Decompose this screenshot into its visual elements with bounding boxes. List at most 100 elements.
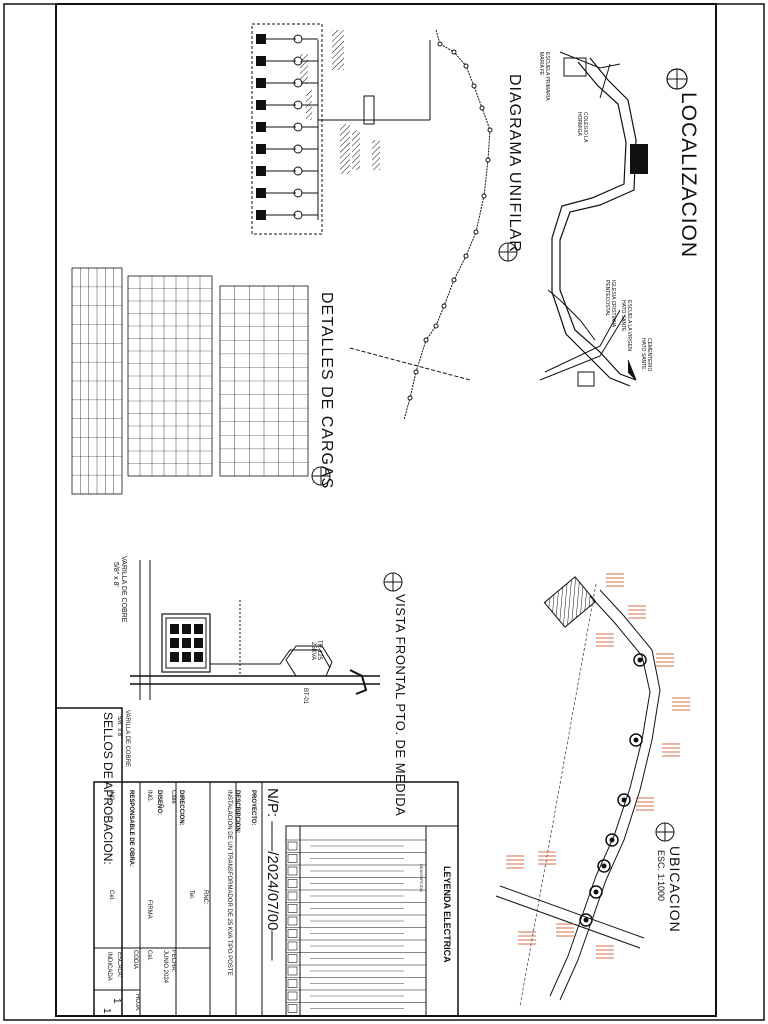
legend-symbol: [287, 941, 298, 951]
breaker-symbol: [256, 56, 266, 66]
detalles-cargas-section: DETALLES DE CARGAS: [71, 267, 335, 495]
pole-node: [485, 157, 491, 163]
svg-text:DIRECCION:: DIRECCION:: [178, 790, 184, 826]
svg-text:RESPONSABLE DE OBRA:: RESPONSABLE DE OBRA:: [128, 790, 134, 867]
pole-node: [473, 229, 479, 235]
legend-symbol: [287, 991, 298, 1001]
breaker-symbol: [256, 78, 266, 88]
meter-icon: [182, 652, 191, 662]
breaker-symbol: [256, 210, 266, 220]
meter-icon: [194, 624, 203, 634]
meter-icon: [170, 638, 179, 648]
pole-node: [579, 913, 593, 927]
legend-title: LEYENDA ELECTRICA: [442, 866, 452, 963]
svg-text:DESCRIPCION:: DESCRIPCION:: [234, 790, 240, 834]
legend-symbol: [287, 966, 298, 976]
pole-node: [471, 83, 477, 89]
svg-text:TR-125: TR-125: [316, 640, 322, 661]
svg-text:HORMIGA: HORMIGA: [576, 112, 582, 137]
legend-symbol: [287, 916, 298, 926]
ubicacion-scale: ESC. 1:1000: [656, 850, 666, 901]
svg-text:Calle: Calle: [170, 790, 176, 804]
ubicacion-title: UBICACION: [667, 846, 683, 933]
svg-text:HOJA:: HOJA:: [134, 994, 140, 1012]
pole-node: [487, 127, 493, 133]
pole-node: [479, 105, 485, 111]
pole-node: [629, 733, 643, 747]
svg-text:1: 1: [111, 998, 122, 1004]
meter-icon: [170, 652, 179, 662]
ubicacion-section: UBICACION ESC. 1:1000: [495, 573, 690, 1007]
vista-frontal-section: VISTA FRONTAL PTO. DE MEDIDA VARILLA DE …: [112, 556, 408, 816]
diagrama-unifilar-section: DIAGRAMA UNIFILAR: [251, 23, 523, 421]
project-location-marker: [630, 144, 648, 174]
svg-text:CODIA: CODIA: [132, 950, 138, 969]
pole-node: [463, 253, 469, 259]
legend-symbol: [287, 854, 298, 863]
svg-text:VARILLA DE COBRE: VARILLA DE COBRE: [120, 556, 127, 623]
pole-node: [597, 859, 611, 873]
meter-icon: [194, 638, 203, 648]
svg-text:COLEGIO LA: COLEGIO LA: [582, 112, 588, 143]
breaker-symbol: [256, 100, 266, 110]
localizacion-section: LOCALIZACION CEMENTERIO HATO SANTE ESCUE…: [538, 51, 700, 387]
np-field: N/P:——/2024/07/00——: [264, 788, 281, 960]
pole-node: [617, 793, 631, 807]
svg-text:HATO SANTE: HATO SANTE: [640, 338, 646, 370]
svg-text:25KVA: 25KVA: [310, 642, 316, 660]
svg-text:Cel.: Cel.: [108, 890, 114, 901]
breaker-symbol: [256, 144, 266, 154]
svg-text:RNC:: RNC:: [202, 890, 208, 905]
pole-node: [433, 323, 439, 329]
svg-text:ESCUELA LA VIRGEN: ESCUELA LA VIRGEN: [626, 300, 632, 351]
svg-text:HATO SANTE: HATO SANTE: [620, 300, 626, 332]
pole-node: [441, 303, 447, 309]
svg-text:DESCRIPCION: DESCRIPCION: [419, 864, 424, 892]
pole-node: [437, 41, 443, 47]
svg-text:DISEÑO:: DISEÑO:: [156, 790, 163, 815]
pole-node: [423, 337, 429, 343]
svg-text:ESCALA:: ESCALA:: [116, 952, 122, 978]
svg-text:ING.: ING.: [146, 790, 152, 803]
legend-symbol: [287, 929, 298, 938]
pole-node: [463, 63, 469, 69]
pole-node: [589, 885, 603, 899]
meter-icon: [194, 652, 203, 662]
diagrama-unifilar-title: DIAGRAMA UNIFILAR: [506, 74, 523, 253]
inner-border: [55, 3, 717, 1017]
pole-node: [451, 49, 457, 55]
meter-icon: [182, 638, 191, 648]
svg-text:CEMENTERIO: CEMENTERIO: [646, 338, 652, 371]
descripcion-value: INSTALACION DE UN TRANSFORMADOR DE 25 KV…: [226, 790, 232, 976]
sellos-title: SELLOS DE APROBACION:: [101, 712, 115, 865]
svg-text:FIRMA: FIRMA: [146, 900, 152, 919]
legend-symbol: [287, 904, 298, 913]
svg-text:IGLESIA CRISTIANA: IGLESIA CRISTIANA: [610, 280, 616, 328]
breaker-symbol: [256, 188, 266, 198]
pole-node: [407, 395, 413, 401]
localizacion-title: LOCALIZACION: [677, 92, 700, 258]
breaker-symbol: [256, 34, 266, 44]
svg-text:PENTECOSTAL: PENTECOSTAL: [604, 280, 610, 317]
svg-text:MARIA FE: MARIA FE: [538, 52, 544, 76]
svg-text:Cel.: Cel.: [146, 950, 152, 961]
svg-text:1: 1: [101, 1008, 112, 1014]
pole-node: [633, 653, 647, 667]
svg-text:PROYECTO:: PROYECTO:: [250, 790, 256, 826]
svg-text:INDICADA: INDICADA: [106, 952, 112, 981]
svg-text:BT-01: BT-01: [302, 688, 308, 705]
site-building: [543, 576, 597, 628]
legend-symbol: [287, 879, 298, 888]
meter-icon: [170, 624, 179, 634]
meter-icon: [182, 624, 191, 634]
vista-frontal-title: VISTA FRONTAL PTO. DE MEDIDA: [393, 594, 408, 816]
svg-text:5/8" x 8': 5/8" x 8': [116, 716, 122, 737]
svg-text:FECHA:: FECHA:: [170, 950, 176, 972]
svg-text:5/8" x 8': 5/8" x 8': [112, 562, 119, 587]
legend-symbol: [287, 891, 298, 901]
meter-enclosure: [161, 613, 211, 673]
pole-node: [481, 193, 487, 199]
legend-symbol: [287, 954, 298, 963]
breaker-symbol: [256, 166, 266, 176]
